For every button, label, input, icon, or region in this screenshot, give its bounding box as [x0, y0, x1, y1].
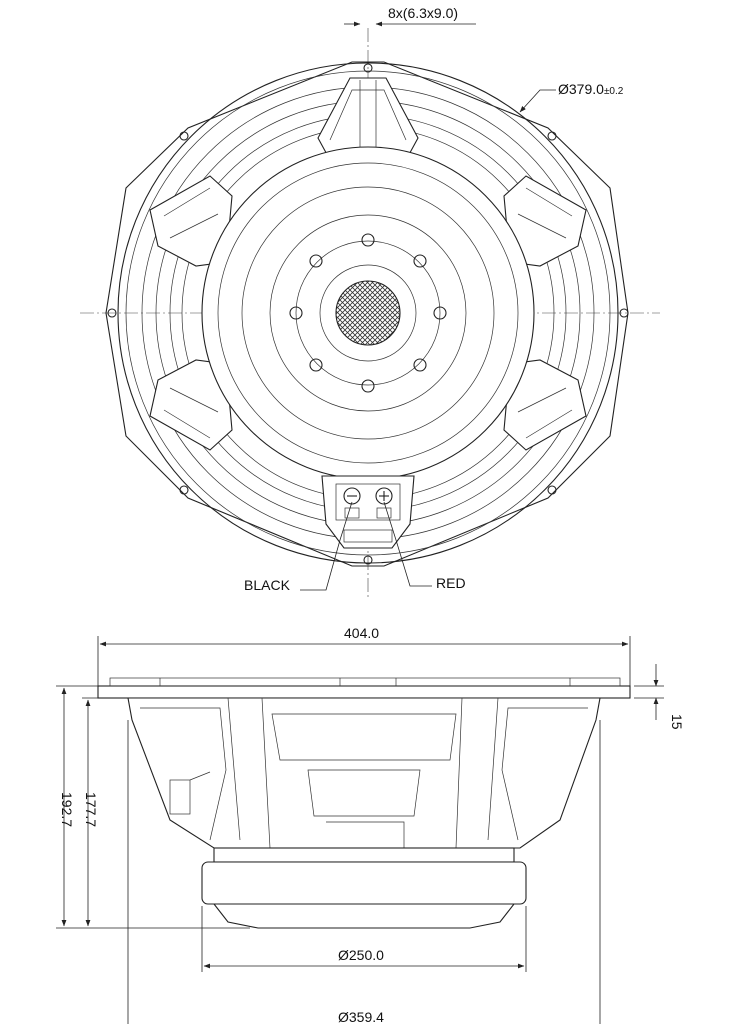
back-plate: [212, 903, 516, 929]
basket-diameter-label: Ø359.4: [338, 1009, 384, 1024]
vent-outer-circle: [319, 264, 417, 362]
frame-rim-circle: [125, 70, 611, 556]
black-terminal: [343, 487, 361, 505]
black-label: BLACK: [244, 577, 291, 593]
terminal-block: [321, 475, 415, 549]
red-label: RED: [436, 575, 466, 591]
frame-outer-circle: [117, 62, 619, 564]
side-view: 404.0 15 192.7 177: [56, 625, 685, 1024]
depth-from-flange-label: 177.7: [83, 792, 99, 827]
mount-holes-label: 8x(6.3x9.0): [388, 5, 458, 21]
pole-plate-circle: [295, 240, 441, 386]
side-terminal: [169, 779, 191, 815]
gasket-ridge: [109, 677, 621, 687]
magnet-ring-1: [217, 162, 519, 464]
brand-plate: [343, 529, 393, 543]
front-view: 8x(6.3x9.0) Ø379.0±0.2 BLACK RED: [80, 5, 660, 600]
total-depth-label: 192.7: [59, 792, 75, 827]
top-plate: [213, 847, 515, 863]
basket-silhouette: [127, 697, 601, 849]
magnet-ring-3: [269, 214, 467, 412]
magnet: [201, 861, 527, 905]
magnet-diameter-label: Ø250.0: [338, 947, 384, 963]
magnet-screw-holes: [289, 233, 447, 393]
mounting-flange-outline: [105, 61, 629, 567]
mounting-holes: [107, 63, 629, 565]
overall-width-label: 404.0: [344, 625, 379, 641]
outer-diameter-label: Ø379.0±0.2: [558, 81, 624, 97]
red-terminal: [375, 487, 393, 505]
flange-thickness-label: 15: [669, 714, 685, 730]
magnet-ring-2: [241, 186, 495, 440]
vent-mesh: [335, 280, 401, 346]
side-flange: [97, 685, 631, 699]
